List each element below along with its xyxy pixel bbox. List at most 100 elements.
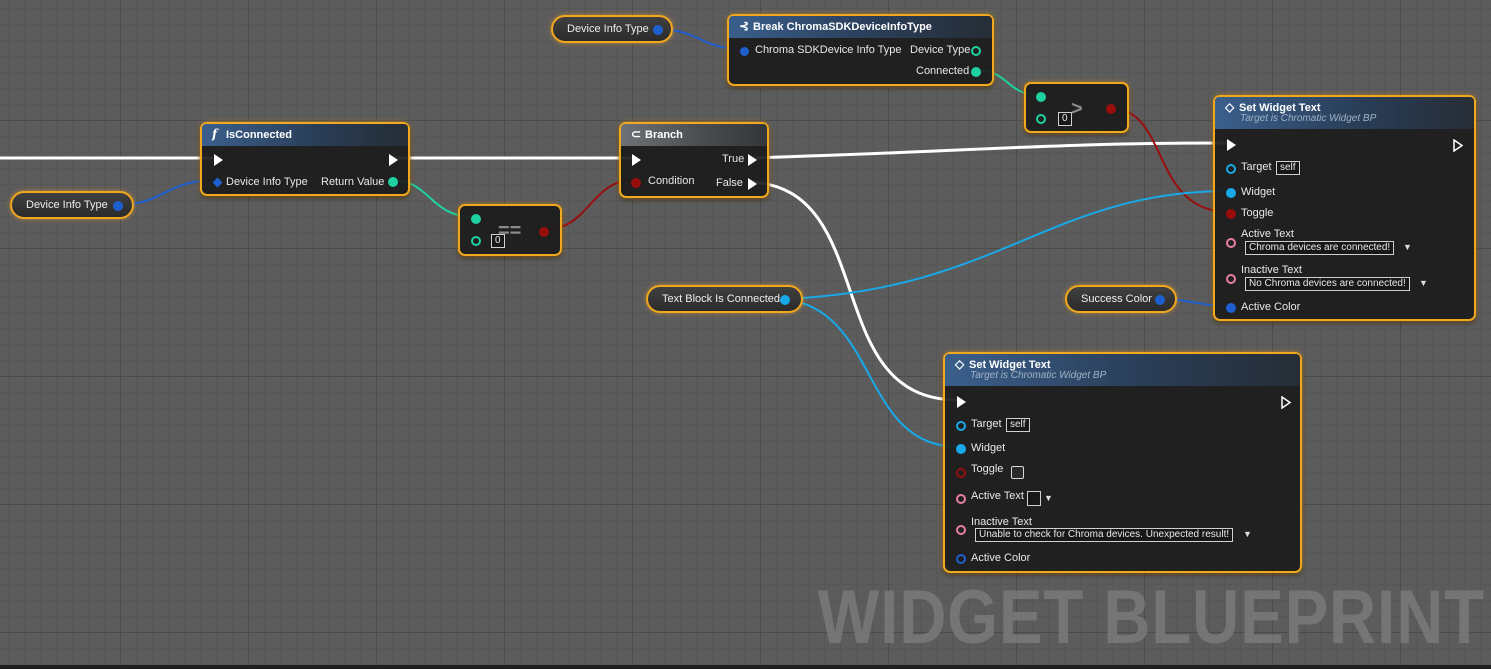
branch-node[interactable]: ⊂Branch True Condition False <box>619 122 769 198</box>
node-title: Branch <box>645 129 683 141</box>
exec-in-pin[interactable] <box>1227 139 1236 151</box>
widget-in-pin[interactable] <box>1226 188 1236 198</box>
bool-wire-greater-to-toggle <box>1109 107 1230 213</box>
device-info-type-variable-left[interactable]: Device Info Type <box>10 191 134 219</box>
target-value[interactable]: self <box>1276 161 1300 175</box>
inactive-text-in-pin[interactable] <box>1226 274 1236 284</box>
object-wire-to-top-widget <box>783 190 1230 300</box>
active-color-label: Active Color <box>1241 301 1301 313</box>
target-in-pin[interactable] <box>1226 164 1236 174</box>
set-widget-text-node-top[interactable]: ◇Set Widget Text Target is Chromatic Wid… <box>1213 95 1476 321</box>
bottom-bar <box>0 665 1491 669</box>
active-text-value[interactable]: Chroma devices are connected! <box>1245 241 1395 255</box>
exec-in-pin[interactable] <box>632 154 641 166</box>
exec-in-pin[interactable] <box>214 154 223 166</box>
struct-out-pin[interactable] <box>653 25 663 35</box>
true-exec-out-pin[interactable] <box>748 154 757 166</box>
target-value[interactable]: self <box>1006 418 1030 432</box>
widget-label: Widget <box>1241 186 1276 198</box>
connected-label: Connected <box>916 65 970 77</box>
variable-label: Success Color <box>1081 293 1152 305</box>
success-color-variable[interactable]: Success Color <box>1065 285 1177 313</box>
active-text-value[interactable] <box>1027 491 1041 506</box>
bool-out-pin[interactable] <box>539 227 549 237</box>
active-color-in-pin[interactable] <box>1226 303 1236 313</box>
exec-out-pin[interactable] <box>389 154 398 166</box>
toggle-label: Toggle <box>1241 207 1274 219</box>
device-type-label: Device Type <box>910 44 971 56</box>
int-in-pin-a[interactable] <box>1036 92 1046 102</box>
connected-out-pin[interactable] <box>971 67 981 77</box>
set-widget-text-node-bottom[interactable]: ◇Set Widget Text Target is Chromatic Wid… <box>943 352 1302 573</box>
inactive-text-label: Inactive Text <box>971 516 1032 528</box>
exec-wire-true-to-settext-top <box>751 141 1229 160</box>
active-text-in-pin[interactable] <box>956 494 966 504</box>
set-function-icon: ◇ <box>955 357 965 371</box>
toggle-in-pin[interactable] <box>1226 209 1236 219</box>
node-subtitle: Target is Chromatic Widget BP <box>1240 113 1377 124</box>
exec-out-pin[interactable] <box>1453 139 1464 152</box>
node-header: ⊂Branch <box>621 124 767 146</box>
set-function-icon: ◇ <box>1225 100 1235 114</box>
active-text-dropdown-icon[interactable]: ▼ <box>1403 242 1412 252</box>
condition-in-pin[interactable] <box>631 178 641 188</box>
variable-label: Device Info Type <box>567 23 649 35</box>
break-struct-node[interactable]: ⊰Break ChromaSDKDeviceInfoType Chroma SD… <box>727 14 994 86</box>
greater-symbol: > <box>1071 98 1083 120</box>
active-text-dropdown-icon[interactable]: ▼ <box>1044 493 1053 503</box>
function-icon: f <box>212 127 218 141</box>
break-input-label: Chroma SDKDevice Info Type <box>755 44 902 56</box>
variable-label: Device Info Type <box>26 199 108 211</box>
active-color-in-pin[interactable] <box>956 554 966 564</box>
widget-in-pin[interactable] <box>956 444 966 454</box>
branch-icon: ⊂ <box>631 127 642 141</box>
target-label: Target <box>971 418 1002 430</box>
object-wire-to-bottom-widget <box>783 298 960 448</box>
exec-in-pin[interactable] <box>957 396 966 408</box>
node-header: ◇Set Widget Text Target is Chromatic Wid… <box>945 354 1300 386</box>
true-label: True <box>722 153 745 165</box>
inactive-text-dropdown-icon[interactable]: ▼ <box>1419 278 1428 288</box>
active-color-label: Active Color <box>971 552 1031 564</box>
struct-out-pin[interactable] <box>113 201 123 211</box>
condition-label: Condition <box>648 175 695 187</box>
greater-than-node[interactable]: 0 > <box>1024 82 1129 133</box>
inactive-text-value[interactable]: No Chroma devices are connected! <box>1245 277 1410 291</box>
target-in-pin[interactable] <box>956 421 966 431</box>
inactive-text-label: Inactive Text <box>1241 264 1302 276</box>
inactive-text-dropdown-icon[interactable]: ▼ <box>1243 529 1252 539</box>
toggle-label: Toggle <box>971 463 1004 475</box>
node-header: f IsConnected <box>202 124 408 146</box>
int-in-pin-a[interactable] <box>471 214 481 224</box>
inactive-text-value[interactable]: Unable to check for Chroma devices. Unex… <box>975 528 1234 542</box>
active-text-label: Active Text <box>1241 228 1294 240</box>
greater-default-value[interactable]: 0 <box>1058 112 1072 126</box>
int-in-pin-b[interactable] <box>1036 114 1046 124</box>
toggle-checkbox[interactable] <box>1011 466 1024 479</box>
bool-out-pin[interactable] <box>1106 104 1116 114</box>
node-title: IsConnected <box>226 129 293 141</box>
object-out-pin[interactable] <box>780 295 790 305</box>
struct-in-pin[interactable] <box>212 177 223 188</box>
equals-node[interactable]: 0 == <box>458 204 562 256</box>
inactive-text-in-pin[interactable] <box>956 525 966 535</box>
return-value-label: Return Value <box>321 176 385 188</box>
isconnected-function-node[interactable]: f IsConnected Device Info Type Return Val… <box>200 122 410 196</box>
text-block-is-connected-variable[interactable]: Text Block Is Connected <box>646 285 803 313</box>
exec-out-pin[interactable] <box>1281 396 1292 409</box>
device-info-type-variable-top[interactable]: Device Info Type <box>551 15 673 43</box>
widget-blueprint-watermark: WIDGET BLUEPRINT <box>817 575 1485 660</box>
false-exec-out-pin[interactable] <box>748 178 757 190</box>
struct-out-pin[interactable] <box>1155 295 1165 305</box>
device-info-type-label: Device Info Type <box>226 176 308 188</box>
false-label: False <box>716 177 743 189</box>
target-label: Target <box>1241 161 1272 173</box>
device-type-out-pin[interactable] <box>971 46 981 56</box>
int-in-pin-b[interactable] <box>471 236 481 246</box>
equals-default-value[interactable]: 0 <box>491 234 505 248</box>
toggle-in-pin[interactable] <box>956 468 966 478</box>
node-header: ⊰Break ChromaSDKDeviceInfoType <box>729 16 992 38</box>
active-text-in-pin[interactable] <box>1226 238 1236 248</box>
struct-in-pin[interactable] <box>740 47 749 56</box>
return-value-out-pin[interactable] <box>388 177 398 187</box>
